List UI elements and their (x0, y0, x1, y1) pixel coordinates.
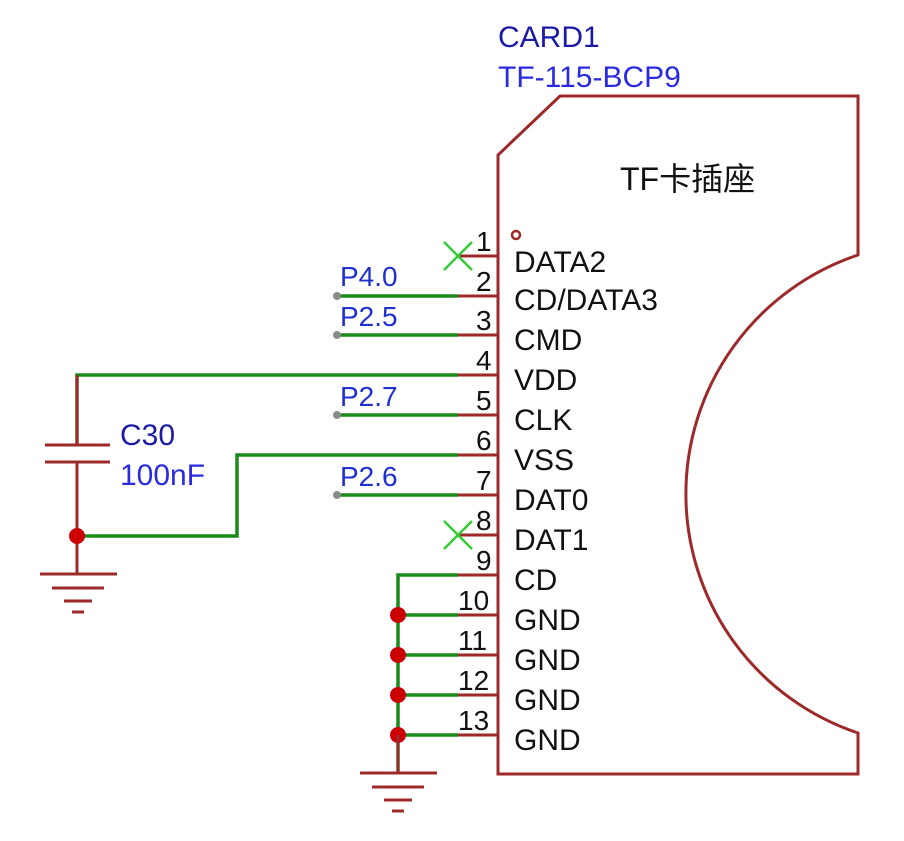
pin-3-number: 3 (476, 305, 492, 336)
ground-symbol-left (40, 572, 117, 614)
net-label-p2-6: P2.6 (340, 461, 398, 492)
pin-5[interactable]: 5 CLK (458, 385, 572, 437)
wire-end-pin-7 (333, 491, 341, 499)
pin-4-number: 4 (476, 345, 492, 376)
pin-11-name: GND (514, 644, 581, 677)
pin-1[interactable]: 1 DATA2 (458, 226, 606, 279)
net-label-p4-0: P4.0 (340, 261, 398, 292)
pin-13[interactable]: 13 GND (458, 705, 581, 757)
ground-symbol-right (360, 735, 437, 813)
pin1-marker (510, 229, 522, 241)
pin-2-name: CD/DATA3 (514, 284, 658, 317)
pin-11[interactable]: 11 GND (458, 625, 581, 677)
no-connect-pin-8 (443, 520, 473, 550)
net-p2-5[interactable]: P2.5 (333, 301, 458, 339)
pin-2[interactable]: 2 CD/DATA3 (458, 266, 658, 317)
wire-end-pin-5 (333, 411, 341, 419)
junction-pin-12 (390, 687, 406, 703)
no-connect-pin-1 (443, 241, 473, 271)
pin-8-number: 8 (476, 505, 492, 536)
pin-7[interactable]: 7 DAT0 (458, 465, 588, 517)
wire-end-pin-2 (333, 292, 341, 300)
pin-1-name: DATA2 (514, 246, 606, 279)
pin-list: 1 DATA2 2 CD/DATA3 3 CMD 4 VDD 5 CLK 6 V… (458, 226, 658, 757)
pin-6-name: VSS (514, 444, 574, 477)
cap-value: 100nF (120, 459, 205, 492)
net-p4-0[interactable]: P4.0 (333, 261, 458, 300)
pin-9-number: 9 (476, 545, 492, 576)
junction-pin-11 (390, 647, 406, 663)
connector-title: TF卡插座 (620, 161, 755, 197)
net-label-p2-7: P2.7 (340, 381, 398, 412)
pin-10-name: GND (514, 604, 581, 637)
pin-11-number: 11 (458, 625, 487, 656)
junction-cap-ground (69, 528, 85, 544)
pin-7-number: 7 (476, 465, 492, 496)
pin-6[interactable]: 6 VSS (458, 425, 574, 477)
pin-4-name: VDD (514, 364, 577, 397)
pin-6-number: 6 (476, 425, 492, 456)
pin-3[interactable]: 3 CMD (458, 305, 582, 357)
wire-end-pin-3 (333, 331, 341, 339)
wire-ground-bus[interactable] (396, 573, 458, 773)
pin-10[interactable]: 10 GND (458, 585, 581, 637)
pin-5-number: 5 (476, 385, 492, 416)
pin-12-number: 12 (458, 665, 489, 696)
pin-8-name: DAT1 (514, 524, 588, 557)
component-refdes: CARD1 (498, 21, 600, 54)
junction-pin-10 (390, 607, 406, 623)
pin-10-number: 10 (458, 585, 489, 616)
pin-9[interactable]: 9 CD (458, 545, 557, 597)
pin-5-name: CLK (514, 404, 572, 437)
net-p2-6[interactable]: P2.6 (333, 461, 458, 499)
pin-13-name: GND (514, 724, 581, 757)
pin-12[interactable]: 12 GND (458, 665, 581, 717)
net-p2-7[interactable]: P2.7 (333, 381, 458, 419)
connector-body[interactable] (496, 94, 860, 776)
pin-3-name: CMD (514, 324, 582, 357)
wire-vss[interactable] (77, 453, 458, 538)
cap-refdes: C30 (120, 419, 175, 452)
pin-13-number: 13 (458, 705, 489, 736)
pin-1-number: 1 (476, 226, 492, 257)
pin-7-name: DAT0 (514, 484, 588, 517)
pin-9-name: CD (514, 564, 557, 597)
pin-8[interactable]: 8 DAT1 (458, 505, 588, 557)
net-label-p2-5: P2.5 (340, 301, 398, 332)
pin-4[interactable]: 4 VDD (458, 345, 577, 397)
pin-2-number: 2 (476, 266, 492, 297)
component-part-number: TF-115-BCP9 (498, 61, 681, 94)
pin-12-name: GND (514, 684, 581, 717)
capacitor-c30[interactable]: C30 100nF (45, 375, 205, 574)
